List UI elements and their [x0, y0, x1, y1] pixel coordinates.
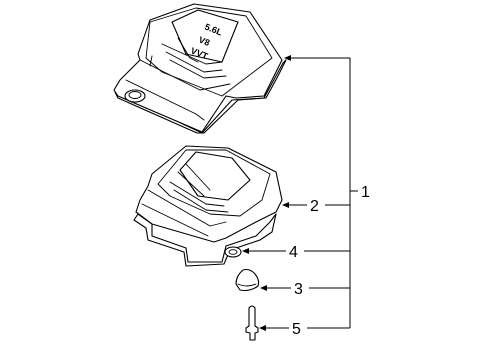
arrowhead-part-4: [242, 248, 249, 254]
callout-1: 1: [361, 184, 370, 201]
emblem-line-2: V8: [197, 35, 211, 48]
engine-cover-lower: [133, 145, 283, 267]
callout-3: 3: [294, 281, 303, 298]
arrowhead-part-1: [284, 55, 291, 61]
grommet-part: [224, 246, 242, 258]
arrowhead-part-3: [260, 285, 267, 291]
arrowhead-part-5: [259, 325, 266, 331]
callout-5: 5: [292, 321, 301, 338]
insulator-clip-part: [235, 268, 260, 292]
engine-cover-upper: 5.6L V8 VVT: [113, 3, 287, 134]
callout-labels: 1 2 4 3 5: [289, 184, 370, 338]
leader-lines: [242, 55, 358, 331]
push-pin-part: [245, 305, 259, 341]
arrowhead-part-2: [282, 202, 289, 208]
callout-4: 4: [289, 244, 298, 261]
callout-2: 2: [310, 198, 319, 215]
